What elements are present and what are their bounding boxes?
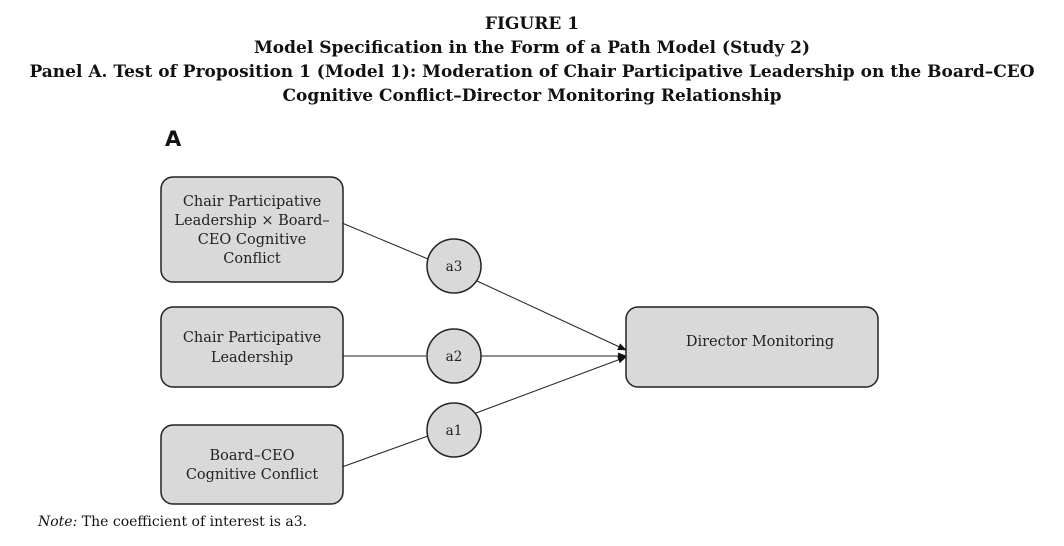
note-text: The coefficient of interest is a3.: [77, 514, 308, 530]
note-prefix: Note:: [38, 514, 78, 530]
node-conflict-line-2: Cognitive Conflict: [186, 467, 319, 483]
edge-interaction-to-a3: [341, 222, 429, 260]
panel-letter: A: [165, 127, 182, 151]
node-outcome-label: Director Monitoring: [686, 334, 834, 350]
node-interaction-box: Chair Participative Leadership × Board– …: [160, 176, 344, 283]
coefficient-a1: a1: [426, 402, 482, 458]
coefficient-a3-label: a3: [446, 259, 463, 275]
node-interaction-line-1: Chair Participative: [183, 194, 321, 210]
figure-note: Note: The coefficient of interest is a3.: [38, 514, 307, 530]
panel-title-line-2: Cognitive Conflict–Director Monitoring R…: [282, 86, 782, 106]
edge-a1-to-outcome: [475, 356, 627, 414]
coefficient-a1-label: a1: [446, 423, 463, 439]
coefficient-a2-label: a2: [446, 349, 463, 365]
edge-a3-to-outcome: [476, 280, 627, 351]
edge-conflict-to-a1: [341, 435, 429, 468]
panel-title-line-1: Panel A. Test of Proposition 1 (Model 1)…: [29, 62, 1035, 82]
coefficient-a3: a3: [426, 238, 482, 294]
node-leadership-box: Chair Participative Leadership: [160, 306, 344, 388]
node-outcome-box: Director Monitoring: [625, 306, 879, 388]
figure-label: FIGURE 1: [484, 14, 580, 34]
node-leadership-line-2: Leadership: [211, 350, 293, 366]
coefficient-a2: a2: [426, 328, 482, 384]
figure-title: Model Specification in the Form of a Pat…: [253, 38, 810, 58]
node-interaction-line-4: Conflict: [223, 251, 281, 267]
node-interaction-line-3: CEO Cognitive: [198, 232, 307, 248]
node-leadership-line-1: Chair Participative: [183, 330, 321, 346]
node-conflict-line-1: Board–CEO: [209, 448, 294, 464]
node-conflict-box: Board–CEO Cognitive Conflict: [160, 424, 344, 505]
node-interaction-line-2: Leadership × Board–: [174, 213, 329, 229]
